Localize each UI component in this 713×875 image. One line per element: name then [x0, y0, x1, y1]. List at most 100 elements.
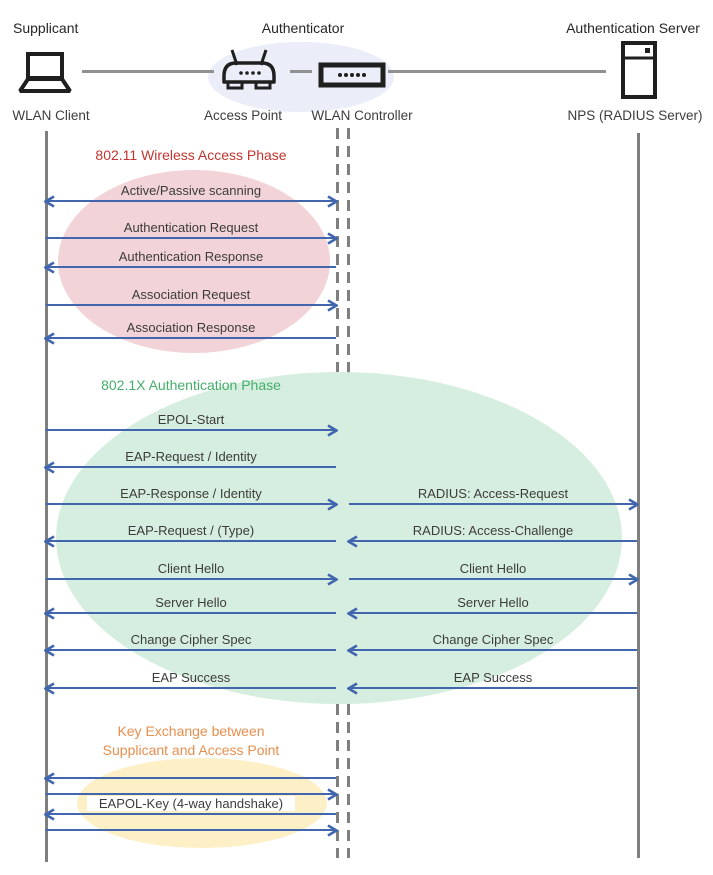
authenticator-group-ellipse [208, 42, 394, 112]
message-line [46, 829, 336, 831]
arrowhead-right-icon [327, 423, 338, 437]
message-line [349, 578, 637, 580]
arrowhead-right-icon [327, 231, 338, 245]
message-line [46, 612, 336, 614]
message-line [46, 200, 336, 202]
message-label: Change Cipher Spec [432, 632, 554, 647]
message-arrow: EAP-Request / (Type) [44, 523, 336, 548]
message-arrow: Client Hello [349, 561, 639, 586]
arrowhead-left-icon [44, 331, 55, 345]
message-label: Authentication Request [123, 220, 259, 235]
message-label: EAP Success [151, 670, 231, 685]
message-arrow: EAPOL-Key (4-way handshake) [44, 796, 336, 821]
message-arrow: RADIUS: Access-Challenge [347, 523, 637, 548]
server-icon [620, 41, 658, 104]
message-arrow: Server Hello [44, 595, 336, 620]
message-label: Active/Passive scanning [120, 183, 262, 198]
message-line [46, 266, 336, 268]
message-label: Association Response [126, 320, 256, 335]
message-arrow: Authentication Request [46, 220, 338, 245]
phase1-title: 802.11 Wireless Access Phase [95, 147, 287, 163]
message-arrow: EAP-Request / Identity [44, 449, 336, 474]
node-label-wlan-controller: WLAN Controller [311, 108, 413, 123]
message-arrow: Server Hello [347, 595, 637, 620]
connector-ap-controller [290, 70, 312, 73]
node-label-wlan-client: WLAN Client [12, 108, 90, 123]
message-label: Server Hello [457, 595, 529, 610]
node-label-access-point: Access Point [203, 108, 283, 123]
message-line [46, 337, 336, 339]
message-label: Client Hello [157, 561, 225, 576]
arrowhead-left-icon [347, 606, 358, 620]
message-line [46, 777, 336, 779]
lifeline-wlan-client [45, 131, 48, 862]
message-line [349, 649, 637, 651]
message-label: RADIUS: Access-Challenge [412, 523, 574, 538]
message-arrow: Association Response [44, 320, 336, 345]
message-label: EPOL-Start [157, 412, 225, 427]
connector-controller-server [388, 70, 606, 73]
message-line [46, 540, 336, 542]
message-arrow: EAP Success [347, 670, 637, 695]
arrowhead-left-icon [44, 606, 55, 620]
message-label: Authentication Response [118, 249, 264, 264]
message-label: Change Cipher Spec [130, 632, 252, 647]
message-line [46, 503, 336, 505]
node-label-nps-radius-server: NPS (RADIUS Server) [567, 108, 703, 123]
message-arrow [46, 823, 338, 837]
message-label: EAP-Request / (Type) [127, 523, 255, 538]
role-authentication-server: Authentication Server [566, 20, 700, 36]
message-label: RADIUS: Access-Request [417, 486, 569, 501]
message-arrow: Change Cipher Spec [347, 632, 637, 657]
role-authenticator: Authenticator [261, 20, 345, 36]
message-line [349, 540, 637, 542]
message-line [46, 813, 336, 815]
message-line [46, 304, 336, 306]
laptop-icon [8, 50, 80, 105]
arrowhead-right-icon [628, 572, 639, 586]
message-line [349, 612, 637, 614]
message-line [349, 503, 637, 505]
arrowhead-right-icon [327, 787, 338, 801]
message-line [46, 466, 336, 468]
phase3-title-line1: Key Exchange between [117, 723, 265, 739]
arrowhead-left-icon [347, 534, 358, 548]
message-label: EAP-Request / Identity [125, 449, 257, 464]
message-arrow: Active/Passive scanning [44, 183, 338, 208]
message-line [349, 687, 637, 689]
arrowhead-left-icon [347, 681, 358, 695]
message-label: EAPOL-Key (4-way handshake) [46, 796, 336, 811]
message-line [46, 237, 336, 239]
arrowhead-left-icon [44, 460, 55, 474]
message-label: Client Hello [459, 561, 527, 576]
arrowhead-right-icon [327, 298, 338, 312]
arrowhead-right-icon [327, 194, 338, 208]
message-label: Server Hello [155, 595, 227, 610]
message-arrow: EPOL-Start [46, 412, 338, 437]
message-arrow: Authentication Response [44, 249, 336, 274]
message-arrow [46, 787, 338, 801]
message-arrow: Client Hello [46, 561, 338, 586]
message-arrow [44, 771, 336, 785]
arrowhead-left-icon [44, 643, 55, 657]
message-arrow: EAP Success [44, 670, 336, 695]
message-line [46, 649, 336, 651]
message-line [46, 687, 336, 689]
arrowhead-left-icon [44, 807, 55, 821]
message-label: EAP-Response / Identity [120, 486, 262, 501]
phase3-title-line2: Supplicant and Access Point [102, 742, 280, 758]
lifeline-radius-server [637, 133, 640, 858]
arrowhead-left-icon [44, 260, 55, 274]
arrowhead-right-icon [628, 497, 639, 511]
arrowhead-right-icon [327, 823, 338, 837]
message-label: Association Request [131, 287, 251, 302]
message-line [46, 578, 336, 580]
message-label: EAP Success [453, 670, 533, 685]
arrowhead-left-icon [44, 681, 55, 695]
message-arrow: Change Cipher Spec [44, 632, 336, 657]
arrowhead-right-icon [327, 497, 338, 511]
arrowhead-left-icon [44, 771, 55, 785]
wlan-controller-icon [318, 62, 386, 93]
arrowhead-right-icon [327, 572, 338, 586]
